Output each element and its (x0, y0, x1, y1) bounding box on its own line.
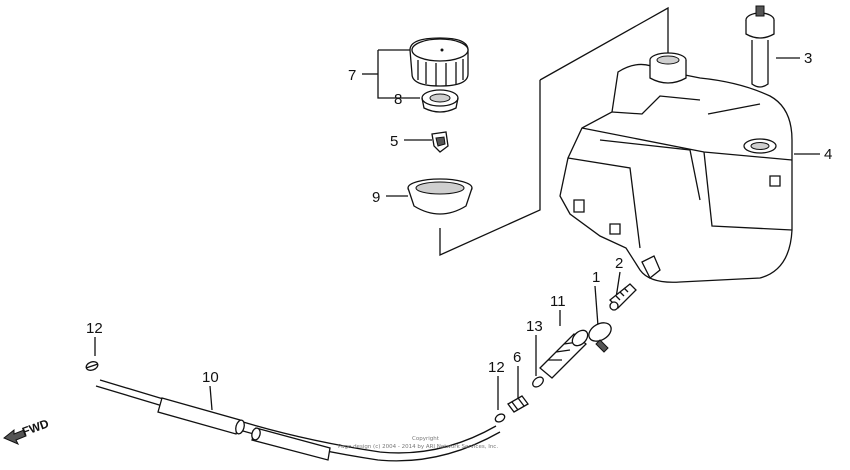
part-label-8: 8 (394, 91, 402, 108)
copyright-line-2: Page design (c) 2004 - 2014 by ARI Netwo… (338, 444, 498, 450)
part-label-5: 5 (390, 133, 398, 150)
part-label-10: 10 (202, 369, 219, 386)
part-label-2: 2 (615, 255, 623, 272)
part-label-6: 6 (513, 349, 521, 366)
part-label-12-right: 12 (488, 359, 505, 376)
part-label-1: 1 (592, 269, 600, 286)
fuel-gauge (745, 5, 775, 88)
fwd-label: FWD (20, 416, 51, 439)
fuel-cock (609, 283, 637, 311)
part-label-9: 9 (372, 189, 380, 206)
part-label-13: 13 (526, 318, 543, 335)
cap-gasket (421, 89, 459, 113)
clip-part (431, 131, 449, 153)
hose-clip-right (494, 413, 506, 423)
part-label-7: 7 (348, 67, 356, 84)
part-label-11: 11 (550, 293, 566, 310)
fuel-hose (95, 379, 501, 462)
part-label-3: 3 (804, 50, 812, 67)
leader-lines (94, 6, 820, 411)
hose-joint (507, 395, 529, 413)
hose-clip-left (85, 361, 99, 371)
fuel-strainer (407, 178, 473, 215)
part-label-4: 4 (824, 146, 832, 163)
part-label-12-left: 12 (86, 320, 103, 337)
fwd-indicator: FWD (3, 416, 51, 445)
fuel-filter (539, 329, 589, 379)
copyright-line-1: Copyright (412, 436, 440, 442)
fuel-cap (409, 37, 469, 87)
hose-clamp-upper (588, 322, 612, 353)
o-ring (532, 376, 544, 388)
fuel-tank (559, 52, 793, 283)
